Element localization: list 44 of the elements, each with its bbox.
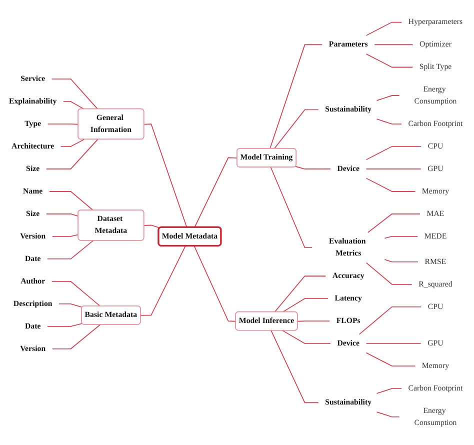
connector <box>51 78 98 110</box>
connector <box>49 191 94 211</box>
connector <box>274 109 319 150</box>
connector <box>63 101 84 110</box>
connector <box>46 214 79 217</box>
connector <box>282 330 331 344</box>
connector <box>194 157 238 228</box>
connector <box>366 178 416 192</box>
connector <box>366 22 402 36</box>
connector <box>46 139 98 170</box>
connector <box>366 54 413 68</box>
connector <box>384 236 418 239</box>
connector <box>47 124 79 125</box>
connector <box>282 298 328 312</box>
connector <box>366 168 422 170</box>
connector <box>366 352 416 366</box>
connector <box>270 44 323 150</box>
connector <box>366 262 412 285</box>
connector <box>358 306 422 335</box>
connector <box>376 412 400 418</box>
connector <box>366 146 422 160</box>
connector <box>270 166 312 248</box>
connector <box>47 240 94 260</box>
connector <box>376 388 402 394</box>
connector <box>60 139 84 147</box>
connector <box>51 281 101 307</box>
connector <box>270 330 319 404</box>
connector <box>144 224 160 228</box>
connector <box>52 234 79 237</box>
connector <box>52 324 101 350</box>
connector <box>376 95 400 101</box>
connector <box>376 118 402 124</box>
connector <box>58 303 83 308</box>
connector <box>194 246 236 322</box>
connector <box>384 259 418 262</box>
connector <box>297 320 330 322</box>
connector <box>140 246 186 316</box>
connector <box>295 166 331 170</box>
connector <box>144 124 188 228</box>
connector <box>366 343 422 344</box>
connector <box>274 276 326 312</box>
connector <box>368 214 420 233</box>
connector <box>47 323 83 327</box>
connector <box>374 44 414 46</box>
